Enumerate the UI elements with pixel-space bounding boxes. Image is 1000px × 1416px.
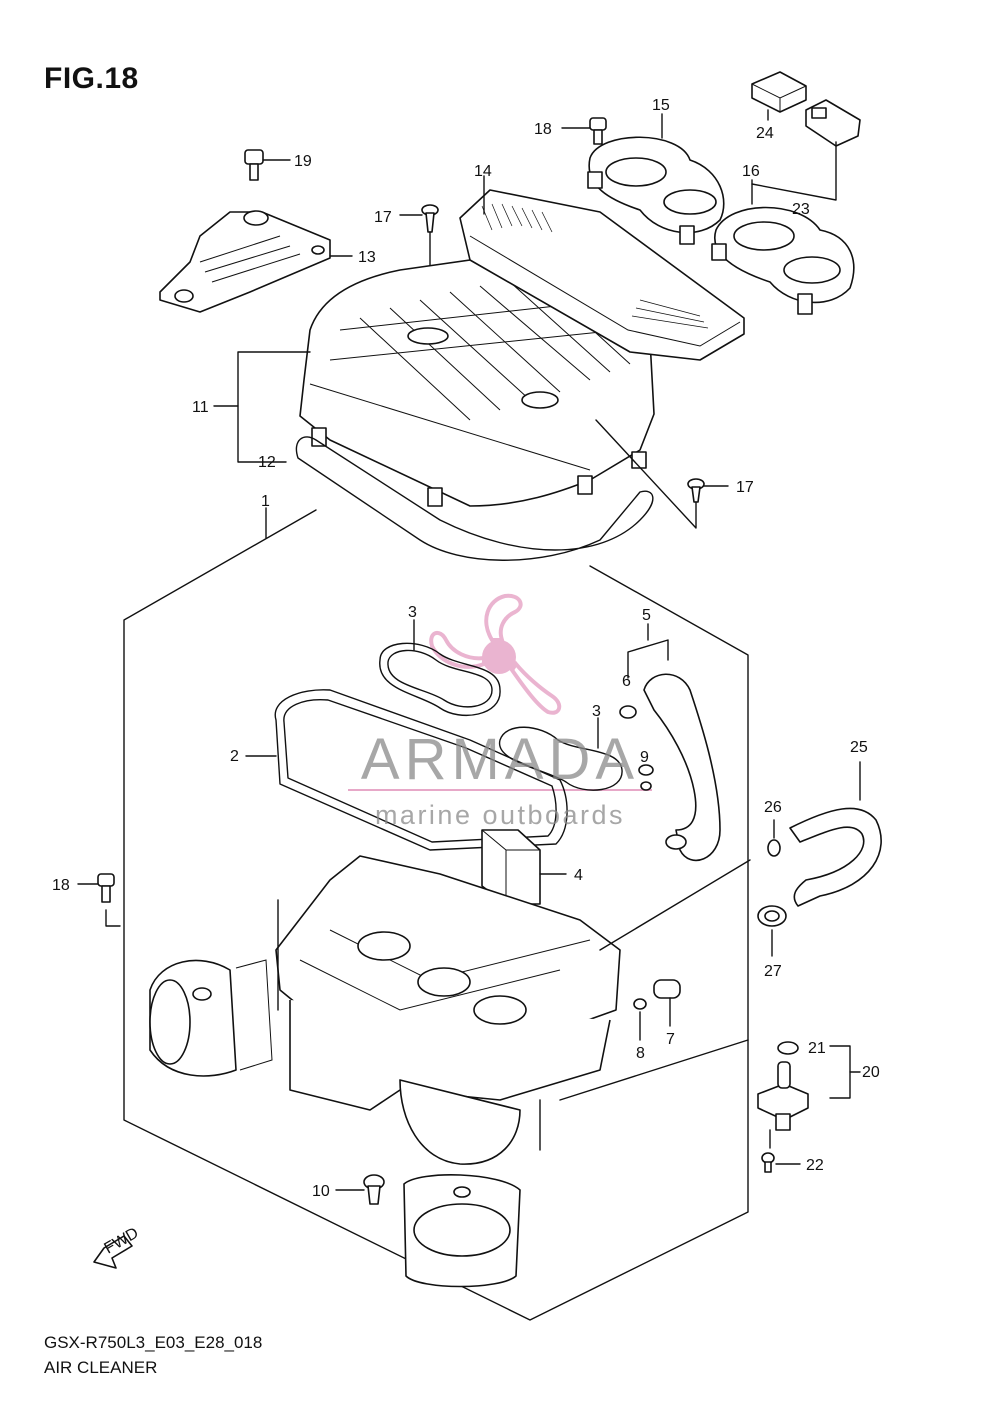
callout-1: 1 [261,493,270,510]
callout-13: 13 [358,249,376,266]
bolt-18-left [77,873,121,927]
callout-12: 12 [258,454,276,471]
bracket-13 [159,210,353,313]
callout-18b: 18 [52,877,70,894]
model-code: GSX-R750L3_E03_E28_018 [44,1333,263,1352]
seal-3-upper-inner [387,649,493,708]
sensor-23 [751,99,861,201]
figure-title: FIG.18 [44,62,139,95]
intake-duct-14 [459,175,745,361]
bolt-18-top [561,117,607,145]
callout-17b: 17 [736,479,754,496]
callout-14: 14 [474,163,492,180]
clamp-27 [757,905,787,957]
callout-20: 20 [862,1064,880,1081]
velocity-funnel-16 [711,179,855,315]
callout-23: 23 [792,201,810,218]
seal-3-upper [379,642,501,716]
watermark-brand: ARMADA [360,727,640,792]
velocity-funnel-15 [587,113,725,245]
temp-sensor-20 [757,1041,861,1131]
callout-24: 24 [756,125,774,142]
watermark-propeller-icon [429,593,562,715]
callout-15: 15 [652,97,670,114]
watermark-tagline: marine outboards [374,800,626,830]
bolt-19 [244,149,291,181]
callout-11: 11 [192,399,209,416]
gasket-12 [295,436,654,561]
element-gasket-2 [274,689,568,851]
clamp-6 [619,705,637,719]
callout-19: 19 [294,153,312,170]
callout-21: 21 [808,1040,826,1057]
guide-line-a [599,859,751,951]
callout-7: 7 [666,1031,675,1048]
cap-7 [653,979,681,1027]
screw-17-top [399,204,439,341]
callout-25: 25 [850,739,868,756]
callout-18a: 18 [534,121,552,138]
frame-outline [123,509,749,1321]
hose-5 [627,623,721,862]
callout-27: 27 [764,963,782,980]
sensor-24 [751,71,807,121]
screw-22 [761,1129,801,1173]
screw-17-right [595,419,729,529]
hose-25 [789,761,882,907]
callout-26: 26 [764,799,782,816]
callout-5: 5 [642,607,651,624]
callout-22: 22 [806,1157,824,1174]
fwd-arrow-icon: FWD [93,1225,142,1269]
callout-6: 6 [622,673,631,690]
callout-17a: 17 [374,209,392,226]
callout-3a: 3 [408,604,417,621]
callout-4: 4 [574,867,583,884]
clamp-9 [638,764,654,791]
callout-2: 2 [230,748,239,765]
callout-3b: 3 [592,703,601,720]
clamp-8 [633,998,647,1041]
callout-16: 16 [742,163,760,180]
guide-line-b [559,1039,749,1101]
clip-10 [335,1174,385,1205]
section-name: AIR CLEANER [44,1358,158,1377]
leader-11-12 [237,351,311,463]
callout-9: 9 [640,749,649,766]
intake-lower [403,1174,521,1288]
intake-funnel-left [149,959,273,1077]
clamp-26 [767,819,781,857]
element-gasket-2-inner [283,699,557,843]
callout-10: 10 [312,1183,330,1200]
callout-8: 8 [636,1045,645,1062]
callout-labels: 1 2 3 3 4 5 6 7 8 9 10 11 12 13 14 15 16… [52,97,880,1200]
air-cleaner-housing-1 [275,855,621,1165]
